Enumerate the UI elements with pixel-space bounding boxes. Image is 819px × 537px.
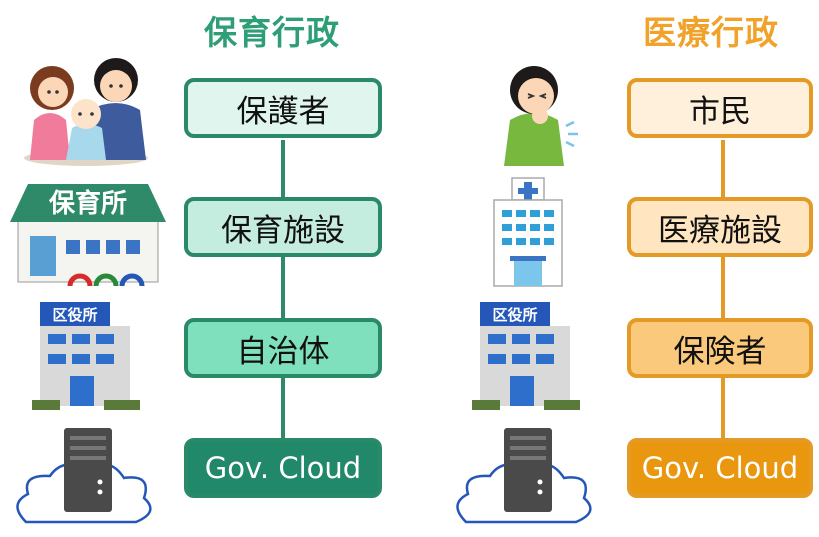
box-insurer: 保険者	[627, 318, 813, 378]
title-childcare-administration: 保育行政	[204, 13, 340, 52]
hospital-icon	[493, 177, 563, 287]
box-citizens: 市民	[627, 78, 813, 138]
connector-line-medical	[721, 140, 725, 440]
title-medical-administration: 医療行政	[643, 13, 779, 52]
connector-line-childcare	[281, 140, 285, 440]
ward-office-icon: 区役所	[472, 302, 580, 410]
family-icon	[24, 58, 148, 166]
cloud-server-icon	[456, 428, 592, 524]
box-municipality: 自治体	[184, 318, 382, 378]
box-gov-cloud-medical: Gov. Cloud	[627, 438, 813, 498]
cloud-server-icon	[16, 428, 152, 524]
coughing-citizen-icon	[504, 66, 578, 166]
nursery-sign: 保育所	[48, 188, 127, 219]
nursery-building-icon: 保育所	[10, 184, 166, 286]
box-childcare-facility: 保育施設	[184, 197, 382, 257]
box-guardians: 保護者	[184, 78, 382, 138]
ward-office-sign: 区役所	[52, 306, 97, 324]
ward-office-sign: 区役所	[492, 306, 537, 324]
box-gov-cloud-childcare: Gov. Cloud	[184, 438, 382, 498]
ward-office-icon: 区役所	[32, 302, 140, 410]
box-medical-facility: 医療施設	[627, 197, 813, 257]
